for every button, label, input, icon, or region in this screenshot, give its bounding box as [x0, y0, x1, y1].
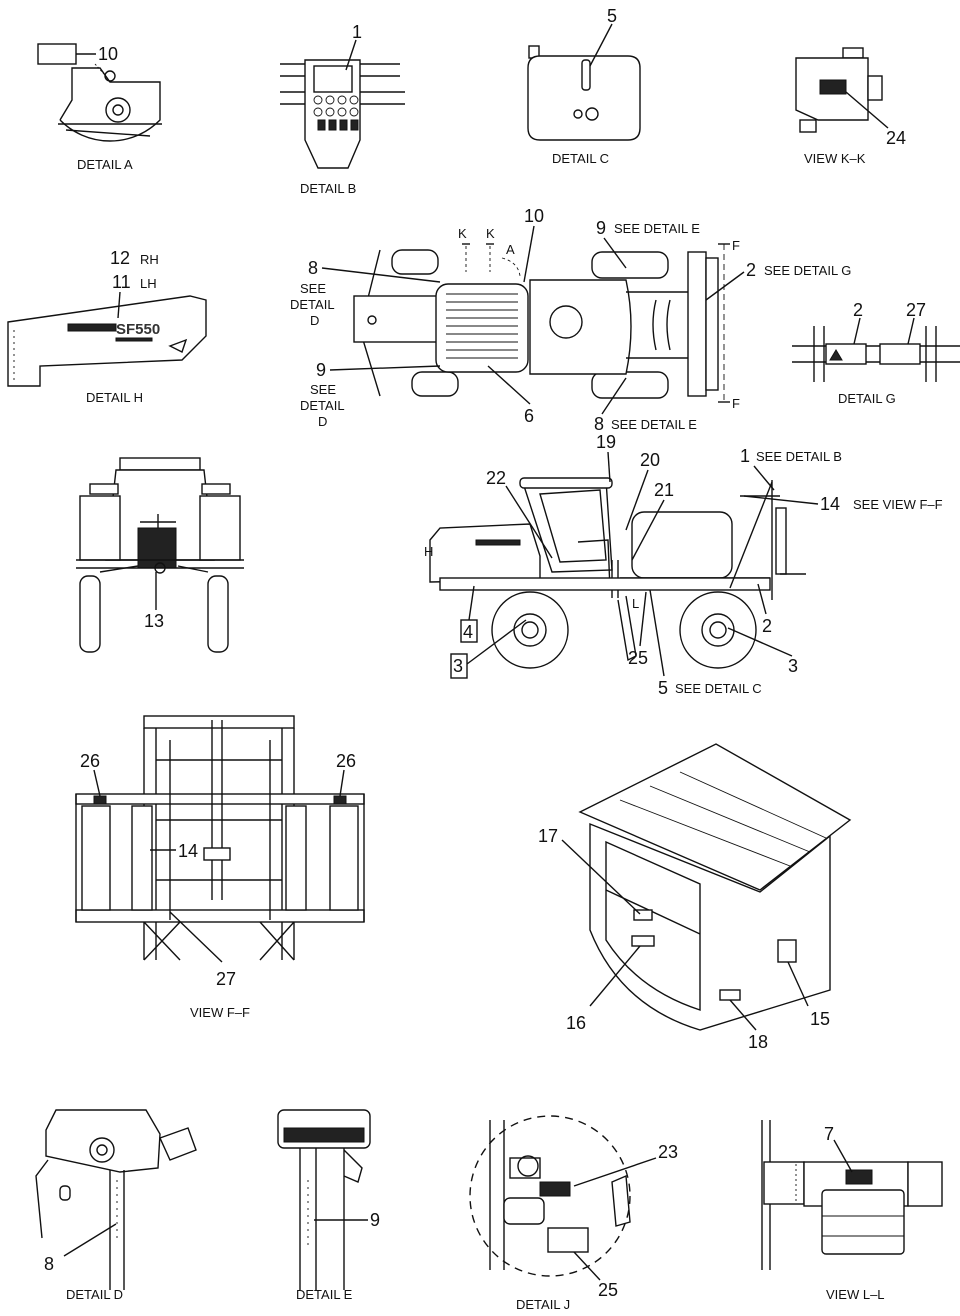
callout-25-side: 25: [628, 648, 648, 668]
note-see-top-2: SEE: [310, 382, 336, 397]
note-see-detail-c: SEE DETAIL C: [675, 681, 762, 696]
callout-2-see-g: 2: [746, 260, 756, 280]
note-see-detail-b: SEE DETAIL B: [756, 449, 842, 464]
note-see-detail-g: SEE DETAIL G: [764, 263, 851, 278]
caption-view-l-l: VIEW L–L: [826, 1287, 885, 1302]
callout-2-detail-g: 2: [853, 300, 863, 320]
callout-20: 20: [640, 450, 660, 470]
caption-view-k-k: VIEW K–K: [804, 151, 866, 166]
caption-detail-g: DETAIL G: [838, 391, 896, 406]
caption-detail-b: DETAIL B: [300, 181, 356, 196]
note-see-detail-e-2: SEE DETAIL E: [611, 417, 697, 432]
callout-5-side: 5: [658, 678, 668, 698]
caption-detail-h: DETAIL H: [86, 390, 143, 405]
callout-2-side: 2: [762, 616, 772, 636]
note-rh: RH: [140, 252, 159, 267]
callout-4: 4: [463, 622, 473, 642]
callout-8-detail-d: 8: [44, 1254, 54, 1274]
cab-view: 17 16 18 15: [538, 743, 852, 1052]
callout-22: 22: [486, 468, 506, 488]
callout-19: 19: [596, 432, 616, 452]
note-lh: LH: [140, 276, 157, 291]
callout-1-detail-b: 1: [352, 22, 362, 42]
caption-view-f-f: VIEW F–F: [190, 1005, 250, 1020]
note-see-view-f-f: SEE VIEW F–F: [853, 497, 943, 512]
callout-14-side: 14: [820, 494, 840, 514]
callout-16: 16: [566, 1013, 586, 1033]
callout-15: 15: [810, 1009, 830, 1029]
callout-24: 24: [886, 128, 906, 148]
callout-10-top: 10: [524, 206, 544, 226]
note-a: A: [506, 242, 515, 257]
note-l: L: [632, 596, 639, 611]
caption-detail-d: DETAIL D: [66, 1287, 123, 1302]
callout-18: 18: [748, 1032, 768, 1052]
front-view-machine: 13: [76, 457, 244, 653]
detail-j: 23 25 DETAIL J: [469, 1115, 678, 1312]
callout-26-right: 26: [336, 751, 356, 771]
callout-14-view-ff: 14: [178, 841, 198, 861]
note-d-top-1: D: [310, 313, 319, 328]
caption-detail-e: DETAIL E: [296, 1287, 353, 1302]
callout-26-left: 26: [80, 751, 100, 771]
note-detail-top-2: DETAIL: [300, 398, 345, 413]
callout-9-detail-e: 9: [370, 1210, 380, 1230]
decal-brand-text: SF550: [116, 321, 160, 338]
note-k-1: K: [458, 226, 467, 241]
callout-7: 7: [824, 1124, 834, 1144]
callout-3-boxed: 3: [453, 656, 463, 676]
callout-8-see-e: 8: [594, 414, 604, 434]
callout-9-top: 9: [316, 360, 326, 380]
callout-13: 13: [144, 611, 164, 631]
callout-21: 21: [654, 480, 674, 500]
callout-9-see-e: 9: [596, 218, 606, 238]
callout-8-top: 8: [308, 258, 318, 278]
caption-detail-a: DETAIL A: [77, 157, 133, 172]
callout-1-side: 1: [740, 446, 750, 466]
callout-23: 23: [658, 1142, 678, 1162]
note-h: H: [424, 544, 433, 559]
note-see-top-1: SEE: [300, 281, 326, 296]
detail-d: 8 DETAIL D: [35, 1109, 197, 1302]
note-f-bottom: F: [732, 396, 740, 411]
callout-11: 11: [112, 272, 131, 292]
view-l-l: 7 VIEW L–L: [761, 1120, 943, 1302]
detail-b: 1 DETAIL B: [280, 22, 405, 196]
detail-c: 5 DETAIL C: [527, 6, 641, 166]
note-detail-top-1: DETAIL: [290, 297, 335, 312]
caption-detail-j: DETAIL J: [516, 1297, 570, 1312]
detail-h: SF550 12 RH 11 LH DETAIL H: [7, 248, 207, 405]
caption-detail-c: DETAIL C: [552, 151, 609, 166]
detail-g: 2 27 DETAIL G: [792, 300, 960, 406]
note-k-2: K: [486, 226, 495, 241]
callout-5-detail-c: 5: [607, 6, 617, 26]
note-see-detail-e-1: SEE DETAIL E: [614, 221, 700, 236]
side-view-machine: H L 4 3 22: [424, 432, 943, 698]
decal-10-box: [37, 43, 77, 65]
detail-e: 9 DETAIL E: [277, 1109, 380, 1302]
callout-3-side: 3: [788, 656, 798, 676]
view-f-f: 26 26 14 27 VIEW F–F: [75, 715, 365, 1020]
note-f-top: F: [732, 238, 740, 253]
view-k-k: 24 VIEW K–K: [795, 47, 906, 166]
top-view-machine: F F K K A 8 SEE DETAIL D 9 SEE DETAIL D …: [290, 206, 851, 434]
callout-6: 6: [524, 406, 534, 426]
callout-10-detail-a: 10: [98, 44, 118, 64]
callout-12: 12: [110, 248, 130, 268]
detail-a: 10 DETAIL A: [37, 43, 162, 172]
callout-27-view-ff: 27: [216, 969, 236, 989]
callout-25-detail-j: 25: [598, 1280, 618, 1300]
callout-17: 17: [538, 826, 558, 846]
note-d-top-2: D: [318, 414, 327, 429]
callout-27-detail-g: 27: [906, 300, 926, 320]
